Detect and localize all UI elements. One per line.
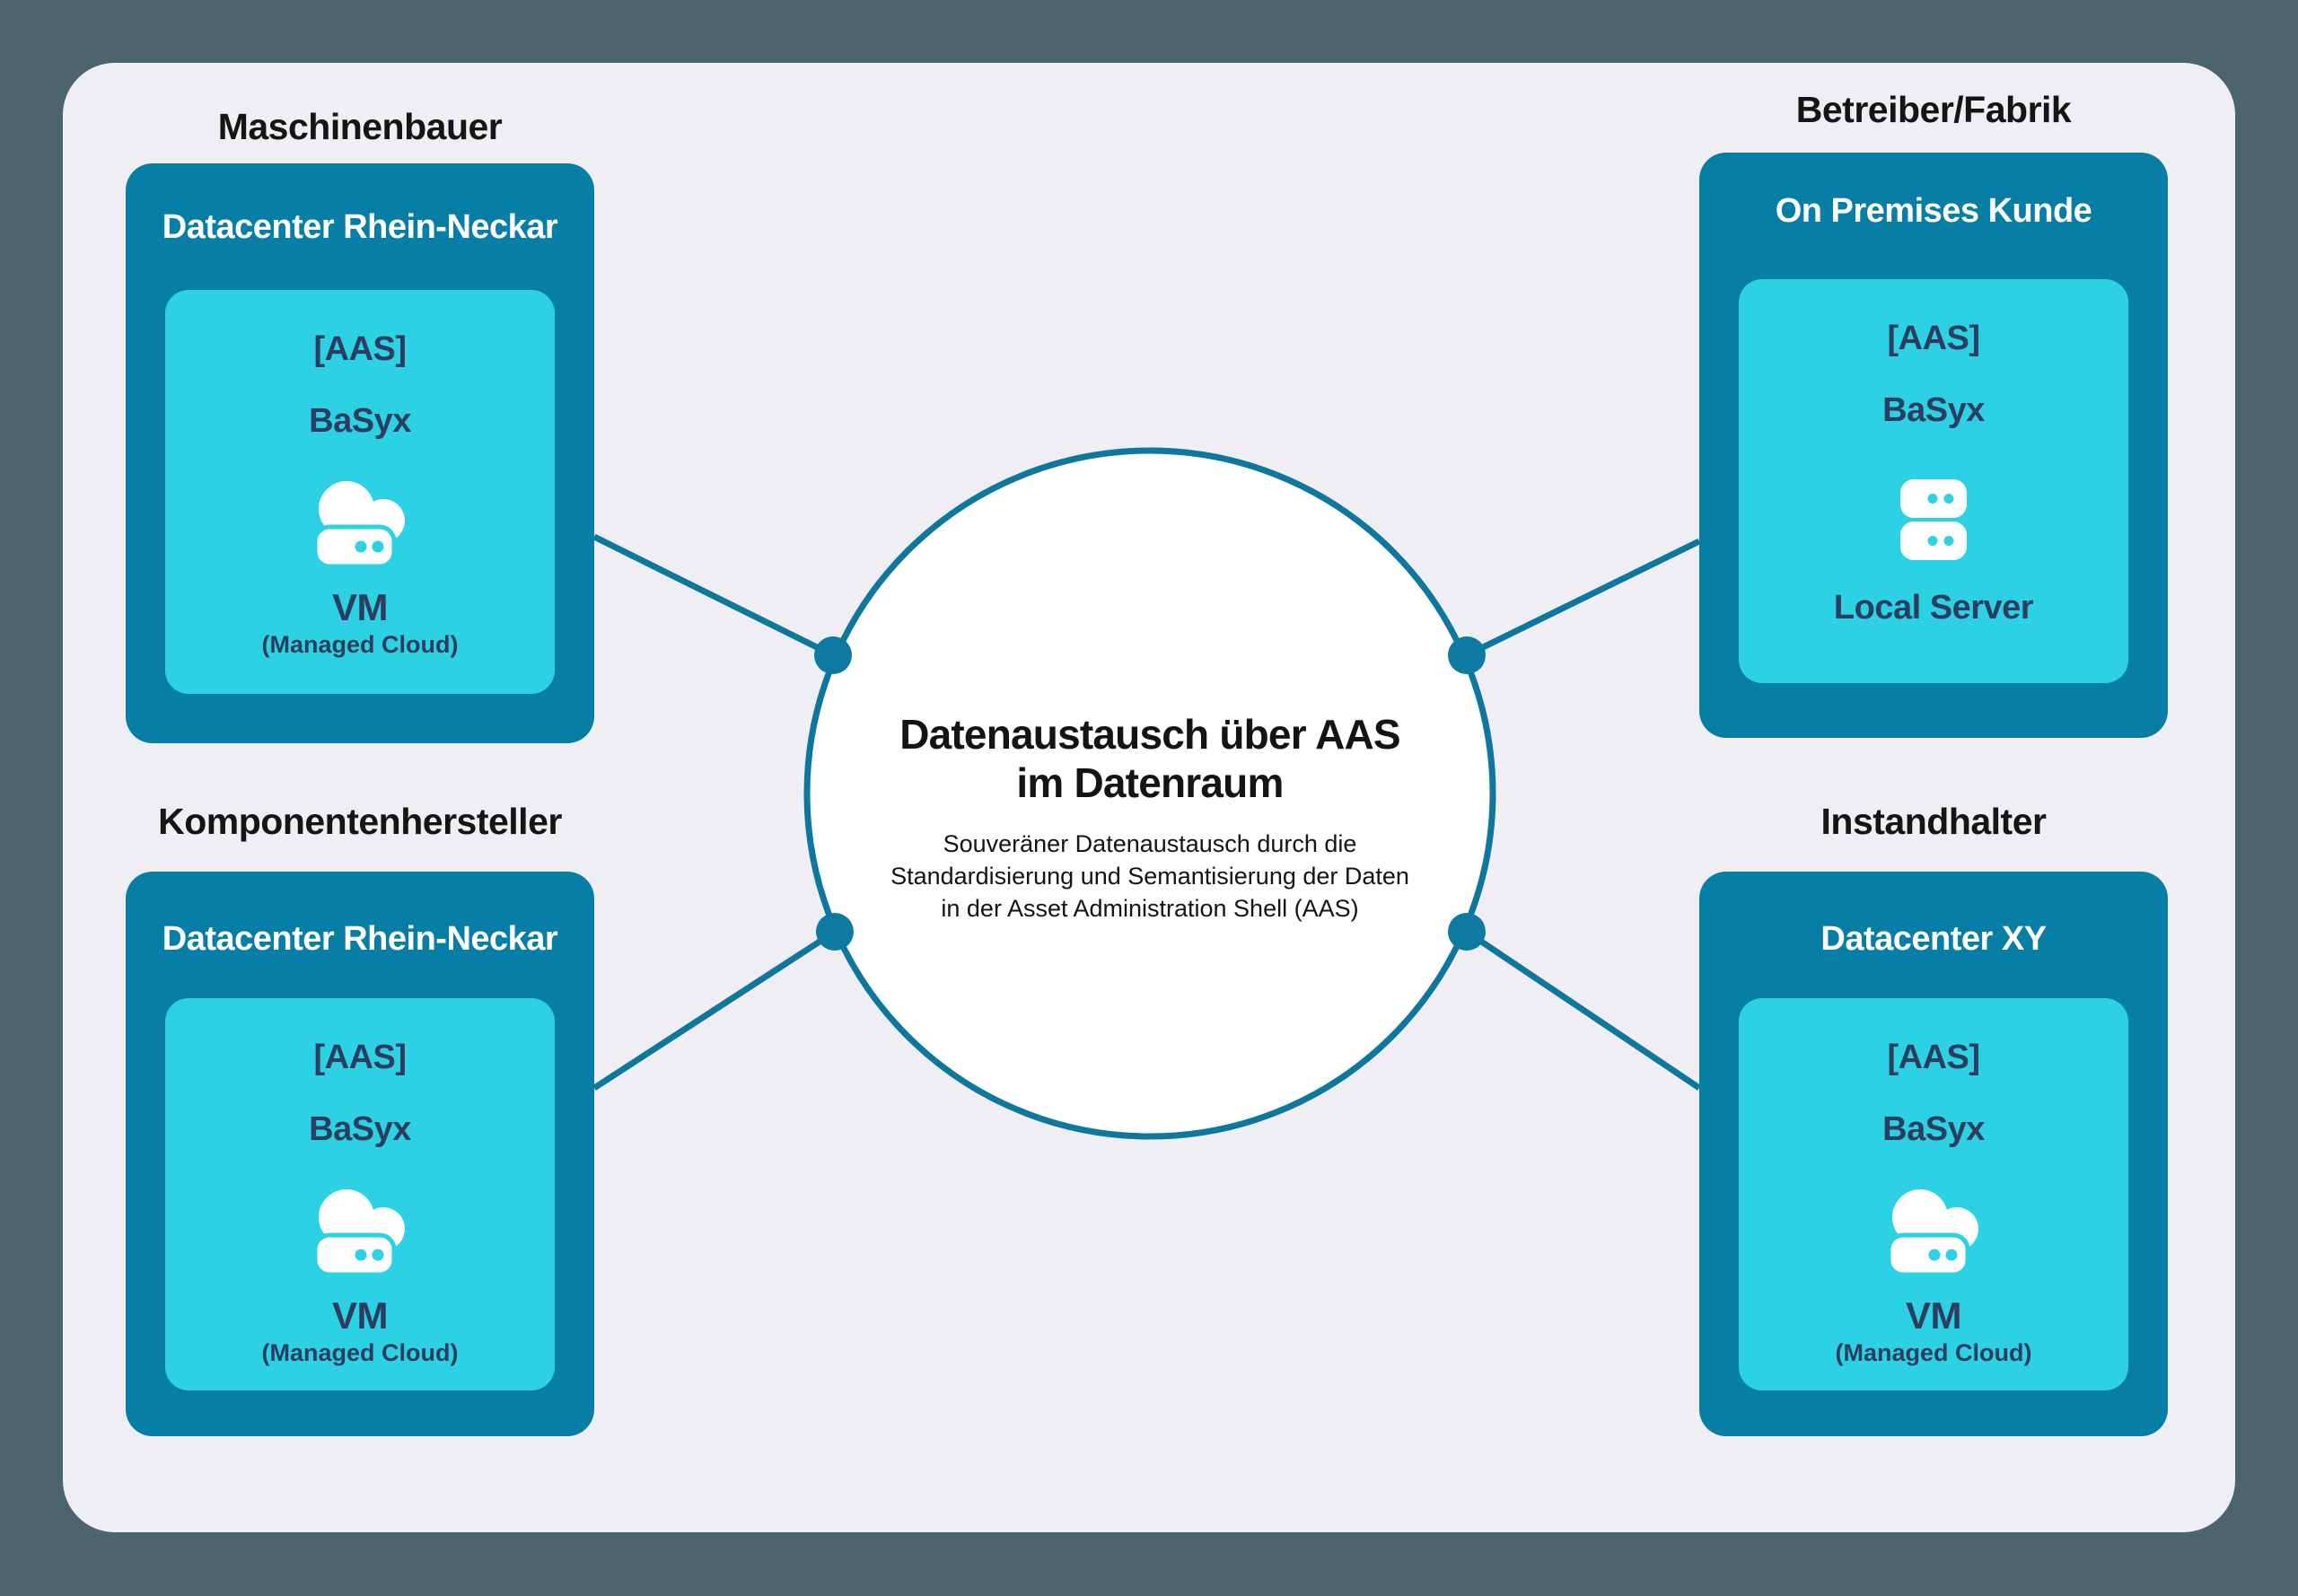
datacenter-box: Datacenter XY [AAS] BaSyx VM (Managed Cl… — [1699, 872, 2168, 1436]
datacenter-box: Datacenter Rhein-Neckar [AAS] BaSyx VM (… — [126, 163, 594, 743]
platform-label: BaSyx — [1882, 391, 1985, 429]
node-dot-bottom-left — [816, 913, 854, 951]
datacenter-name: Datacenter XY — [1820, 920, 2047, 958]
group-label: Instandhalter — [1820, 801, 2047, 842]
aas-card: [AAS] BaSyx VM (Managed Cloud) — [165, 998, 555, 1390]
infra-label: Local Server — [1833, 589, 2034, 627]
circle-subtitle-line1: Souveräner Datenaustausch durch die — [943, 830, 1357, 857]
circle-subtitle: Souveräner Datenaustausch durch die Stan… — [854, 828, 1446, 925]
circle-title-line2: im Datenraum — [1016, 759, 1284, 806]
datacenter-name: Datacenter Rhein-Neckar — [162, 208, 558, 246]
circle-subtitle-line3: in der Asset Administration Shell (AAS) — [941, 895, 1359, 922]
circle-subtitle-line2: Standardisierung und Semantisierung der … — [890, 863, 1409, 890]
group-betreiber-fabrik: Betreiber/Fabrik On Premises Kunde [AAS]… — [1699, 83, 2168, 738]
cloud-vm-icon-svg — [1886, 1189, 1978, 1277]
circle-title: Datenaustausch über AAS im Datenraum — [854, 710, 1446, 807]
node-dot-top-left — [814, 636, 852, 674]
infra-label: VM — [1906, 1294, 1962, 1337]
connector-line-bottom-left — [592, 929, 837, 1091]
aas-label: [AAS] — [313, 1039, 407, 1076]
infra-sublabel: (Managed Cloud) — [261, 1339, 459, 1366]
aas-label: [AAS] — [313, 330, 407, 368]
connector-line-top-right — [1465, 538, 1701, 659]
connector-line-bottom-right — [1465, 929, 1701, 1091]
cloud-vm-icon-svg — [312, 481, 405, 569]
infra-sublabel: (Managed Cloud) — [1835, 1339, 2032, 1366]
node-dot-bottom-right — [1448, 913, 1486, 951]
cloud-vm-icon — [306, 475, 414, 572]
infra-sublabel: (Managed Cloud) — [261, 631, 459, 658]
infra-label: VM — [332, 1294, 389, 1337]
datacenter-name: On Premises Kunde — [1775, 192, 2092, 230]
aas-card: [AAS] BaSyx Local Server — [1739, 279, 2128, 683]
group-label: Komponentenhersteller — [158, 801, 562, 842]
platform-label: BaSyx — [1882, 1110, 1985, 1148]
cloud-vm-icon — [306, 1183, 414, 1280]
group-maschinenbauer: Maschinenbauer Datacenter Rhein-Neckar [… — [126, 101, 594, 743]
cloud-vm-icon — [1880, 1183, 1987, 1280]
dataspace-circle — [803, 447, 1496, 1140]
server-icon-svg — [1900, 479, 1967, 560]
connector-line-top-left — [592, 533, 835, 659]
infra-label: VM — [332, 586, 389, 628]
node-dot-top-right — [1448, 636, 1486, 674]
group-label: Betreiber/Fabrik — [1795, 89, 2072, 130]
datacenter-box: On Premises Kunde [AAS] BaSyx Local Serv… — [1699, 153, 2168, 738]
datacenter-name: Datacenter Rhein-Neckar — [162, 920, 558, 958]
group-label: Maschinenbauer — [217, 106, 503, 147]
group-instandhalter: Instandhalter Datacenter XY [AAS] BaSyx — [1699, 795, 2168, 1436]
aas-card: [AAS] BaSyx VM (Managed Cloud) — [165, 290, 555, 694]
platform-label: BaSyx — [309, 1110, 411, 1148]
aas-label: [AAS] — [1887, 1039, 1980, 1076]
aas-card: [AAS] BaSyx VM (Managed Cloud) — [1739, 998, 2128, 1390]
cloud-vm-icon-svg — [312, 1189, 405, 1277]
circle-title-line1: Datenaustausch über AAS — [899, 711, 1400, 758]
datacenter-box: Datacenter Rhein-Neckar [AAS] BaSyx VM (… — [126, 872, 594, 1436]
server-icon — [1889, 473, 1978, 566]
group-komponentenhersteller: Komponentenhersteller Datacenter Rhein-N… — [126, 795, 594, 1436]
aas-label: [AAS] — [1887, 320, 1980, 357]
platform-label: BaSyx — [309, 402, 411, 440]
